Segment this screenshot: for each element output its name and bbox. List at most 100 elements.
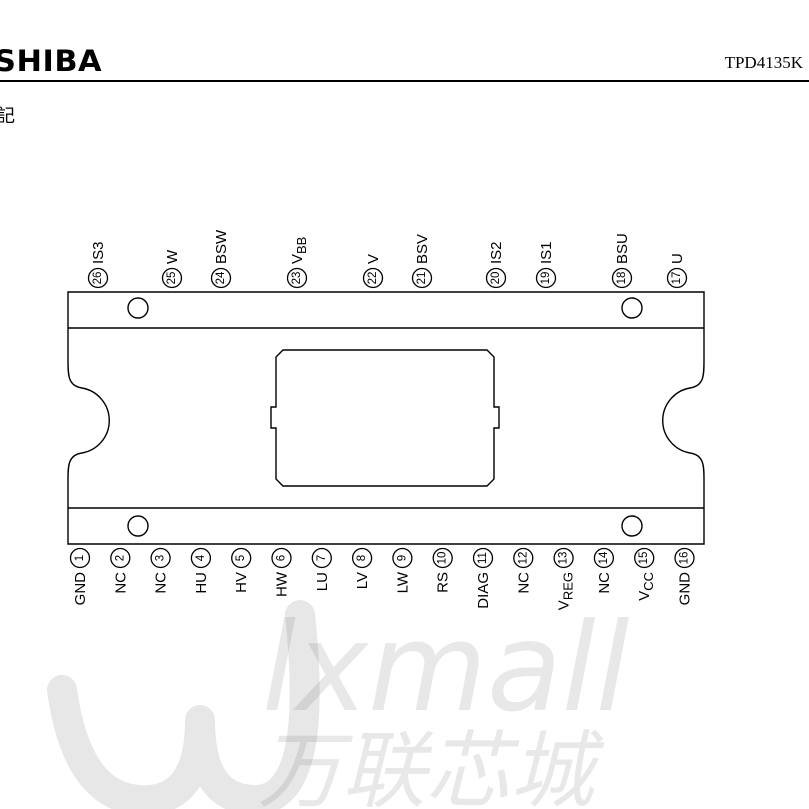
pin-label-main: U xyxy=(669,253,686,264)
pin-label: HW xyxy=(273,571,290,597)
pin-8: 8LV xyxy=(351,547,373,589)
pin-label-main: HU xyxy=(192,572,209,594)
pin-label-main: NC xyxy=(515,572,532,594)
pin-label-main: W xyxy=(164,249,181,264)
pin-label-main: RS xyxy=(434,572,451,593)
pin-label: LU xyxy=(313,572,330,591)
pin-marker-icon xyxy=(553,547,574,569)
pin-label-main: V xyxy=(289,254,306,264)
pin-number: 18 xyxy=(616,272,628,285)
pin-number: 3 xyxy=(155,555,167,561)
pin-9: 9LW xyxy=(392,547,413,593)
pin-label-sub: REG xyxy=(560,572,575,600)
pin-label: BSV xyxy=(414,234,431,264)
heat-sink-pad xyxy=(270,349,500,487)
pin-marker-icon xyxy=(286,267,308,289)
pin-number: 11 xyxy=(477,552,489,564)
pin-25: 25 W xyxy=(161,249,183,289)
pin-number: 12 xyxy=(517,552,529,565)
pin-label-main: GND xyxy=(676,572,693,606)
pin-label: V xyxy=(365,254,382,264)
pin-label-main: NC xyxy=(595,572,612,594)
pin-marker-icon xyxy=(311,547,332,569)
pin-2: 2NC xyxy=(110,547,131,594)
pin-label: IS3 xyxy=(90,241,107,264)
pin-label-main: V xyxy=(636,591,653,601)
pin-label: HV xyxy=(233,572,250,593)
part-number: TPD4135K xyxy=(724,53,803,72)
pin-24: 24 BSW xyxy=(210,229,232,289)
pin-5: 5HV xyxy=(231,547,252,593)
mounting-hole-icon xyxy=(127,515,149,537)
pin-label: NC xyxy=(515,572,532,594)
pin-number: 14 xyxy=(598,551,610,564)
pin-17: 17U xyxy=(666,253,688,289)
pin-number: 20 xyxy=(490,272,502,285)
pin-label: NC xyxy=(595,572,612,594)
pin-label-main: IS2 xyxy=(488,241,505,264)
pin-label: LW xyxy=(394,571,411,593)
pin-label: VCC xyxy=(636,572,656,601)
pin-label-main: GND xyxy=(72,572,89,606)
pin-marker-icon xyxy=(231,547,252,569)
pin-marker-icon xyxy=(210,267,232,289)
pin-marker-icon xyxy=(87,267,109,289)
pin-number: 5 xyxy=(235,555,247,561)
pin-marker-icon xyxy=(485,267,507,289)
pin-label-main: IS3 xyxy=(90,241,107,264)
pin-label-main: LW xyxy=(394,571,411,593)
pin-number: 10 xyxy=(437,552,449,565)
pin-marker-icon xyxy=(666,267,688,289)
pin-marker-icon xyxy=(362,267,384,289)
pin-number: 24 xyxy=(215,271,227,284)
pin-marker-icon xyxy=(271,547,292,569)
pin-label-main: DIAG xyxy=(475,572,492,609)
pin-18: 18 BSU xyxy=(611,233,633,289)
pin-marker-icon xyxy=(161,267,183,289)
pin-6: 6HW xyxy=(271,547,292,597)
mounting-hole-icon xyxy=(621,297,643,319)
pin-label-main: NC xyxy=(112,572,129,594)
pin-label-main: BSW xyxy=(213,229,230,264)
pin-label: HU xyxy=(192,572,209,594)
pin-label: U xyxy=(669,253,686,264)
pin-label: IS1 xyxy=(538,241,555,264)
pin-number: 23 xyxy=(291,272,303,285)
pin-label: NC xyxy=(112,572,129,594)
pin-label: BSW xyxy=(213,229,230,264)
pin-4: 4HU xyxy=(190,547,212,594)
pin-label: W xyxy=(164,249,181,264)
pin-number: 6 xyxy=(276,555,288,561)
pin-number: 25 xyxy=(166,272,178,285)
pin-marker-icon xyxy=(110,547,131,569)
pin-number: 7 xyxy=(316,555,328,561)
pin-marker-icon xyxy=(392,547,413,569)
pin-marker-icon xyxy=(535,267,557,289)
mounting-hole-icon xyxy=(621,515,643,537)
pin-label-main: BSU xyxy=(614,233,631,264)
pin-20: 20 IS2 xyxy=(485,241,507,289)
pin-marker-icon xyxy=(411,267,433,289)
pin-label-main: IS1 xyxy=(538,241,555,264)
pin-number: 22 xyxy=(367,272,379,285)
top-pin-row: 26IS325W24BSW23VBB22V21BSV20IS219IS118BS… xyxy=(87,229,688,289)
pin-label-main: NC xyxy=(152,572,169,594)
pin-label-main: HV xyxy=(233,572,250,593)
pin-number: 16 xyxy=(679,552,691,565)
pin-label-main: LV xyxy=(354,572,371,589)
pin-label: GND xyxy=(72,572,89,606)
package-body xyxy=(67,291,705,545)
pin-marker-icon xyxy=(432,547,453,569)
pin-marker-icon xyxy=(150,547,171,569)
pin-marker-icon xyxy=(513,547,534,569)
pin-22: 22 V xyxy=(362,254,384,289)
